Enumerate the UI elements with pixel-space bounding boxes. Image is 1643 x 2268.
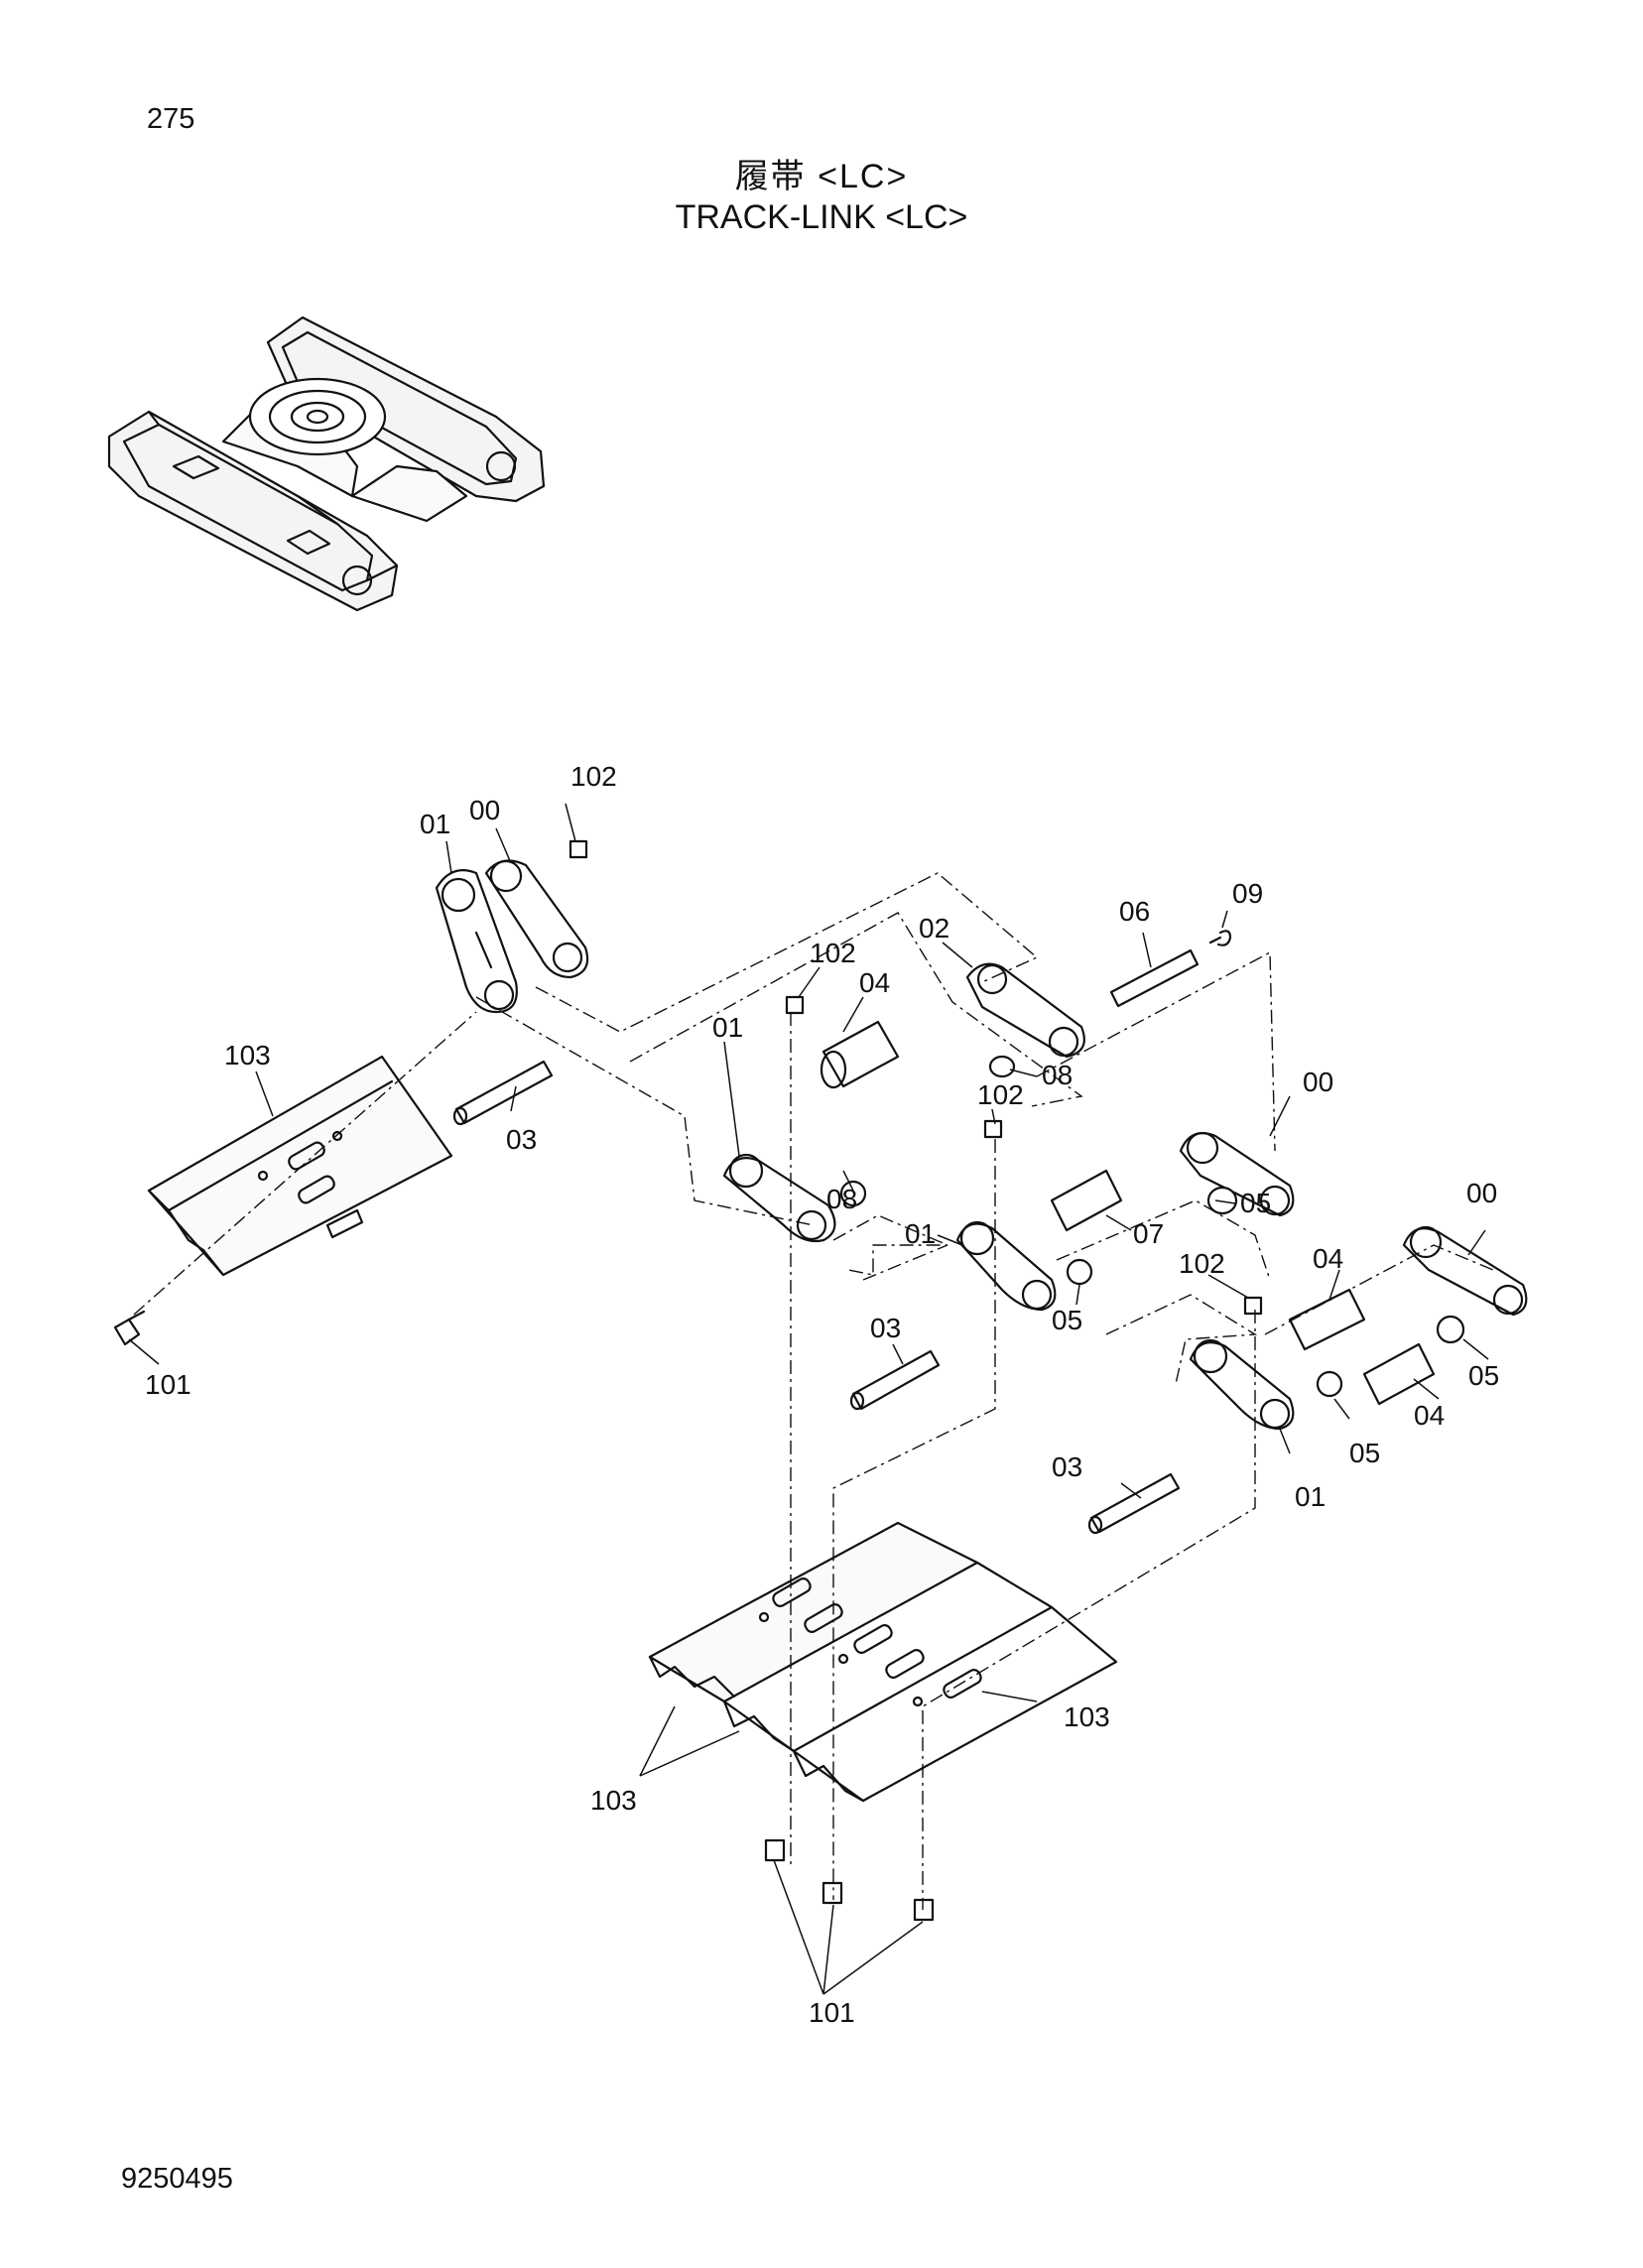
callout-label: 103 (224, 1040, 271, 1071)
callout-label: 08 (826, 1184, 857, 1214)
callout-label: 102 (810, 938, 856, 968)
callout-label: 08 (1042, 1060, 1073, 1090)
callout-label: 102 (977, 1079, 1024, 1110)
link-pair-top-left (435, 839, 589, 1014)
callout-label: 05 (1052, 1305, 1082, 1335)
callout-label: 03 (506, 1124, 537, 1155)
callout-labels: 102 01 00 103 03 101 102 04 02 06 09 08 … (145, 761, 1499, 2028)
title-english: TRACK-LINK <LC> (675, 198, 968, 236)
callout-label: 00 (469, 795, 500, 825)
callout-label: 01 (420, 809, 450, 839)
title-japanese: 履帯 <LC> (734, 158, 909, 195)
callout-label: 00 (1303, 1067, 1333, 1097)
callout-label: 05 (1349, 1438, 1380, 1468)
callout-label: 04 (1414, 1400, 1445, 1431)
callout-label: 101 (809, 1997, 855, 2028)
callout-label: 00 (1466, 1178, 1497, 1208)
callout-label: 102 (570, 761, 617, 792)
document-number: 9250495 (121, 2163, 233, 2195)
page-number: 275 (147, 103, 195, 135)
bolts-101-bottom (764, 1838, 935, 1922)
link-00-right-upper (983, 1119, 1295, 1232)
callout-label: 02 (919, 913, 949, 944)
callout-label: 01 (905, 1218, 936, 1249)
callout-label: 03 (870, 1313, 901, 1343)
callout-label: 03 (1052, 1451, 1082, 1482)
leader-lines (128, 803, 1489, 1995)
callout-label: 04 (1313, 1243, 1343, 1274)
callout-label: 01 (1295, 1481, 1326, 1512)
link-group-right-lower (1087, 1225, 1528, 1535)
callout-label: 09 (1232, 878, 1263, 909)
track-shoe-left (147, 1055, 453, 1277)
callout-label: 06 (1119, 896, 1150, 927)
track-shoes-bottom (648, 1521, 1118, 1803)
callout-label: 05 (1468, 1360, 1499, 1391)
callout-label: 05 (1240, 1188, 1271, 1218)
callout-label: 04 (859, 967, 890, 998)
undercarriage-overview (107, 315, 546, 612)
bolt-101-left (113, 1310, 146, 1346)
callout-label: 102 (1179, 1248, 1225, 1279)
link-02-and-pins (785, 930, 1232, 1089)
pin-03-left (452, 1060, 554, 1126)
link-01-center-lower (849, 1220, 1093, 1411)
callout-label: 101 (145, 1369, 191, 1400)
link-01-center (722, 1153, 867, 1243)
callout-label: 103 (590, 1785, 637, 1816)
construction-lines (133, 872, 1494, 1910)
callout-label: 01 (712, 1012, 743, 1043)
callout-label: 103 (1064, 1701, 1110, 1732)
callout-label: 07 (1133, 1218, 1164, 1249)
